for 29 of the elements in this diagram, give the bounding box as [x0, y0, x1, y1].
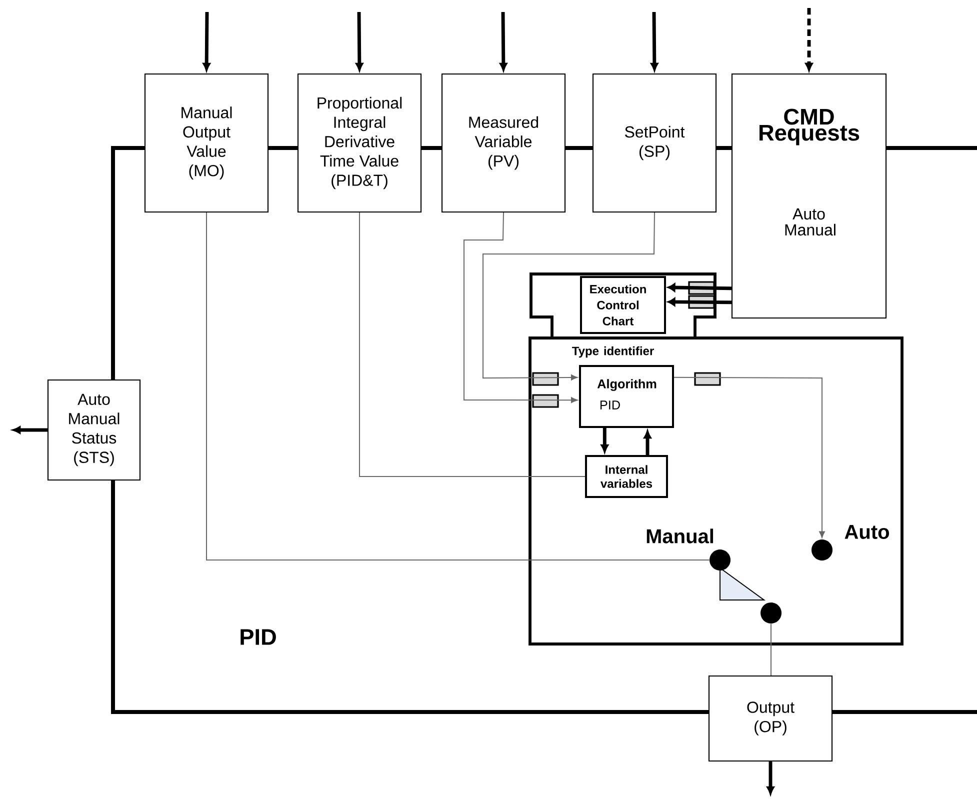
process-box: Proportional Integral Derivative Time Value (PID&T)	[297, 73, 422, 213]
arrow	[766, 762, 774, 794]
node-label: Manual	[646, 528, 714, 544]
switch-contact: Manual	[646, 528, 731, 570]
arrow	[668, 283, 732, 292]
arrow	[600, 428, 608, 452]
arrow	[644, 430, 652, 455]
arrow	[12, 426, 48, 434]
arrow	[482, 212, 655, 380]
algorithm-box: Algorithm PID	[579, 365, 674, 428]
arrow	[202, 12, 210, 71]
process-box: SetPoint (SP)	[592, 73, 717, 213]
arrow	[500, 12, 508, 71]
variables-box: Internal variables	[585, 455, 668, 498]
switch-contact: Auto	[812, 525, 889, 560]
arrow	[356, 12, 364, 71]
process-box: Manual Output Value (MO)	[144, 73, 269, 213]
switch-contact	[760, 602, 782, 624]
process-box: CMD Requests Auto Manual	[731, 73, 887, 319]
status-box: Auto Manual Status (STS)	[47, 379, 141, 481]
arrow	[674, 376, 825, 538]
chart-box: Execution Control Chart	[580, 276, 666, 334]
arrow	[668, 298, 732, 306]
output-box: Output (OP)	[708, 675, 833, 762]
process-box: Measured Variable (PV)	[441, 73, 566, 213]
arrow	[650, 12, 658, 71]
arrow	[805, 8, 813, 71]
arrow	[464, 212, 578, 403]
node-label: Auto	[844, 525, 890, 539]
